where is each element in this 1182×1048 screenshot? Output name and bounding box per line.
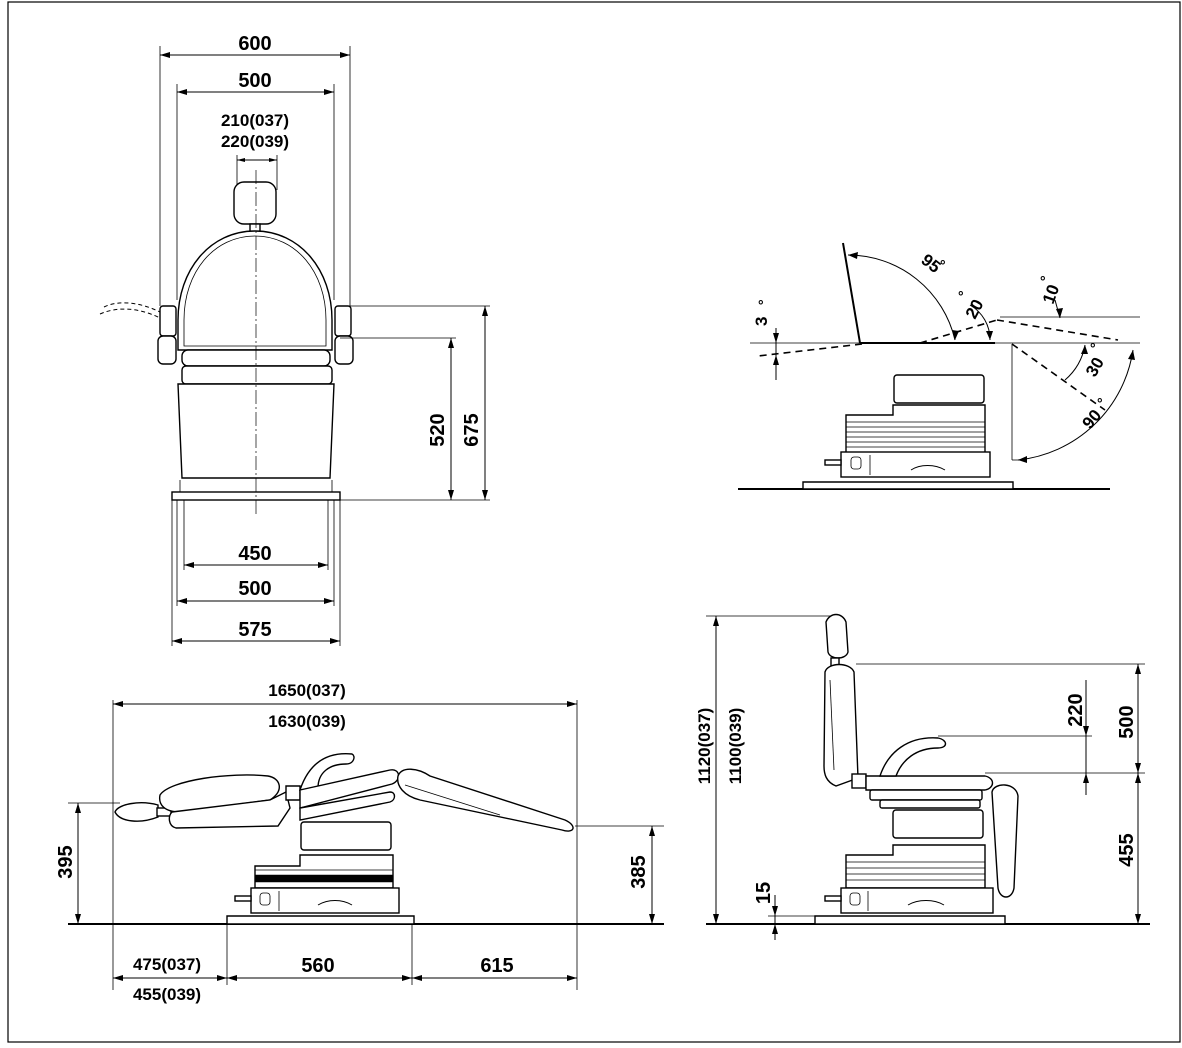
dim-base-width-1: 450 xyxy=(238,543,271,565)
dim-armrest-height: 520 xyxy=(427,413,449,446)
deg-10: ° xyxy=(1040,273,1046,289)
dim-line-600 xyxy=(159,46,351,306)
backrest-line xyxy=(842,242,861,344)
deg-30: ° xyxy=(1090,340,1096,356)
dim-base-offset-b: 455(039) xyxy=(133,985,201,1004)
deg-95: ° xyxy=(940,257,946,273)
armrest-right-front xyxy=(334,305,352,337)
dim-base-length: 560 xyxy=(301,955,334,977)
dim-line-455 xyxy=(1135,773,1141,924)
dim-line-395 xyxy=(75,803,81,924)
dim-headrest-width-b: 220(039) xyxy=(221,132,289,151)
dim-line-575 xyxy=(172,638,340,644)
dim-foot-overhang: 615 xyxy=(480,955,513,977)
headrest-upright xyxy=(825,613,849,659)
dim-line-bottom xyxy=(113,975,577,981)
dim-line-500-top xyxy=(176,84,335,300)
armrest-left-front xyxy=(159,305,177,337)
dim-seat-back-height: 675 xyxy=(461,413,483,446)
headrest-front xyxy=(233,181,277,225)
lift-body-upright xyxy=(845,844,986,889)
dim-height-total-b: 1100(039) xyxy=(726,708,745,785)
seat-block-reclined xyxy=(300,821,392,851)
angle-label-tilt: 3 xyxy=(752,317,771,326)
dim-line-675 xyxy=(482,306,488,500)
dim-front-width-armrests: 500 xyxy=(238,70,271,92)
dim-line-220 xyxy=(1083,680,1089,795)
dim-line-500-upright xyxy=(1135,664,1141,773)
front-view: 600 500 210(037) 220(039) xyxy=(99,33,490,646)
dim-height-total-a: 1120(037) xyxy=(695,708,714,785)
seat-block-recline xyxy=(893,374,985,404)
dim-line-1650 xyxy=(113,701,577,707)
dim-line-520 xyxy=(448,338,454,500)
seat-block-upright xyxy=(892,809,984,839)
legrest-upright xyxy=(991,784,1019,898)
side-reclined-view: 1650(037) 1630(039) 395 xyxy=(55,681,664,1004)
deg-90: ° xyxy=(1097,395,1103,411)
dim-back-above-seat: 500 xyxy=(1116,705,1138,738)
headrest-reclined xyxy=(114,802,159,822)
armrest-upright xyxy=(879,737,947,777)
lift-body-recline xyxy=(845,404,986,456)
dim-line-450 xyxy=(184,562,328,568)
angle-label-leg-down: 30 xyxy=(1082,354,1108,380)
base-housing-upright xyxy=(840,887,994,914)
backrest-upright xyxy=(823,663,859,787)
dim-front-width-overall: 600 xyxy=(238,33,271,55)
dim-base-height: 15 xyxy=(753,882,775,904)
armrest-reclined xyxy=(298,753,355,791)
dim-base-offset-a: 475(037) xyxy=(133,955,201,974)
floor-plate-upright xyxy=(814,915,1006,925)
dim-seat-height: 455 xyxy=(1116,833,1138,866)
dim-line-385 xyxy=(649,826,655,924)
dim-line-500-base xyxy=(177,598,334,604)
dim-armrest-above-seat: 220 xyxy=(1065,693,1087,726)
dim-base-width-2: 500 xyxy=(238,578,271,600)
seat-base-front xyxy=(181,365,333,385)
dim-height-head: 395 xyxy=(55,845,77,878)
dim-line-1120 xyxy=(713,616,719,924)
legrest-reclined xyxy=(397,768,574,832)
seat-upright xyxy=(865,775,994,791)
dim-line-15 xyxy=(772,895,778,940)
dim-length-b: 1630(039) xyxy=(268,712,346,731)
recline-view: 95 ° 3 ° 20 ° 10 ° 30 ° 90 ° xyxy=(738,242,1140,490)
deg-3: ° xyxy=(758,297,764,313)
arc-95 xyxy=(847,254,956,341)
base-housing-reclined xyxy=(250,887,400,914)
deg-20: ° xyxy=(958,288,964,304)
dim-base-width-3: 575 xyxy=(238,619,271,641)
dim-headrest-width-a: 210(037) xyxy=(221,111,289,130)
dim-height-foot: 385 xyxy=(628,855,650,888)
floor-plate-reclined xyxy=(226,915,415,925)
base-housing-recline xyxy=(840,451,991,478)
side-upright-view: 1120(037) 1100(039) 220 xyxy=(695,613,1150,940)
floor-plate-recline xyxy=(802,481,1014,490)
hose-front xyxy=(103,302,161,313)
lift-body-reclined xyxy=(254,854,394,889)
sheet-border xyxy=(7,1,1181,1043)
dim-length-a: 1650(037) xyxy=(268,681,346,700)
backrest-front xyxy=(177,230,333,351)
